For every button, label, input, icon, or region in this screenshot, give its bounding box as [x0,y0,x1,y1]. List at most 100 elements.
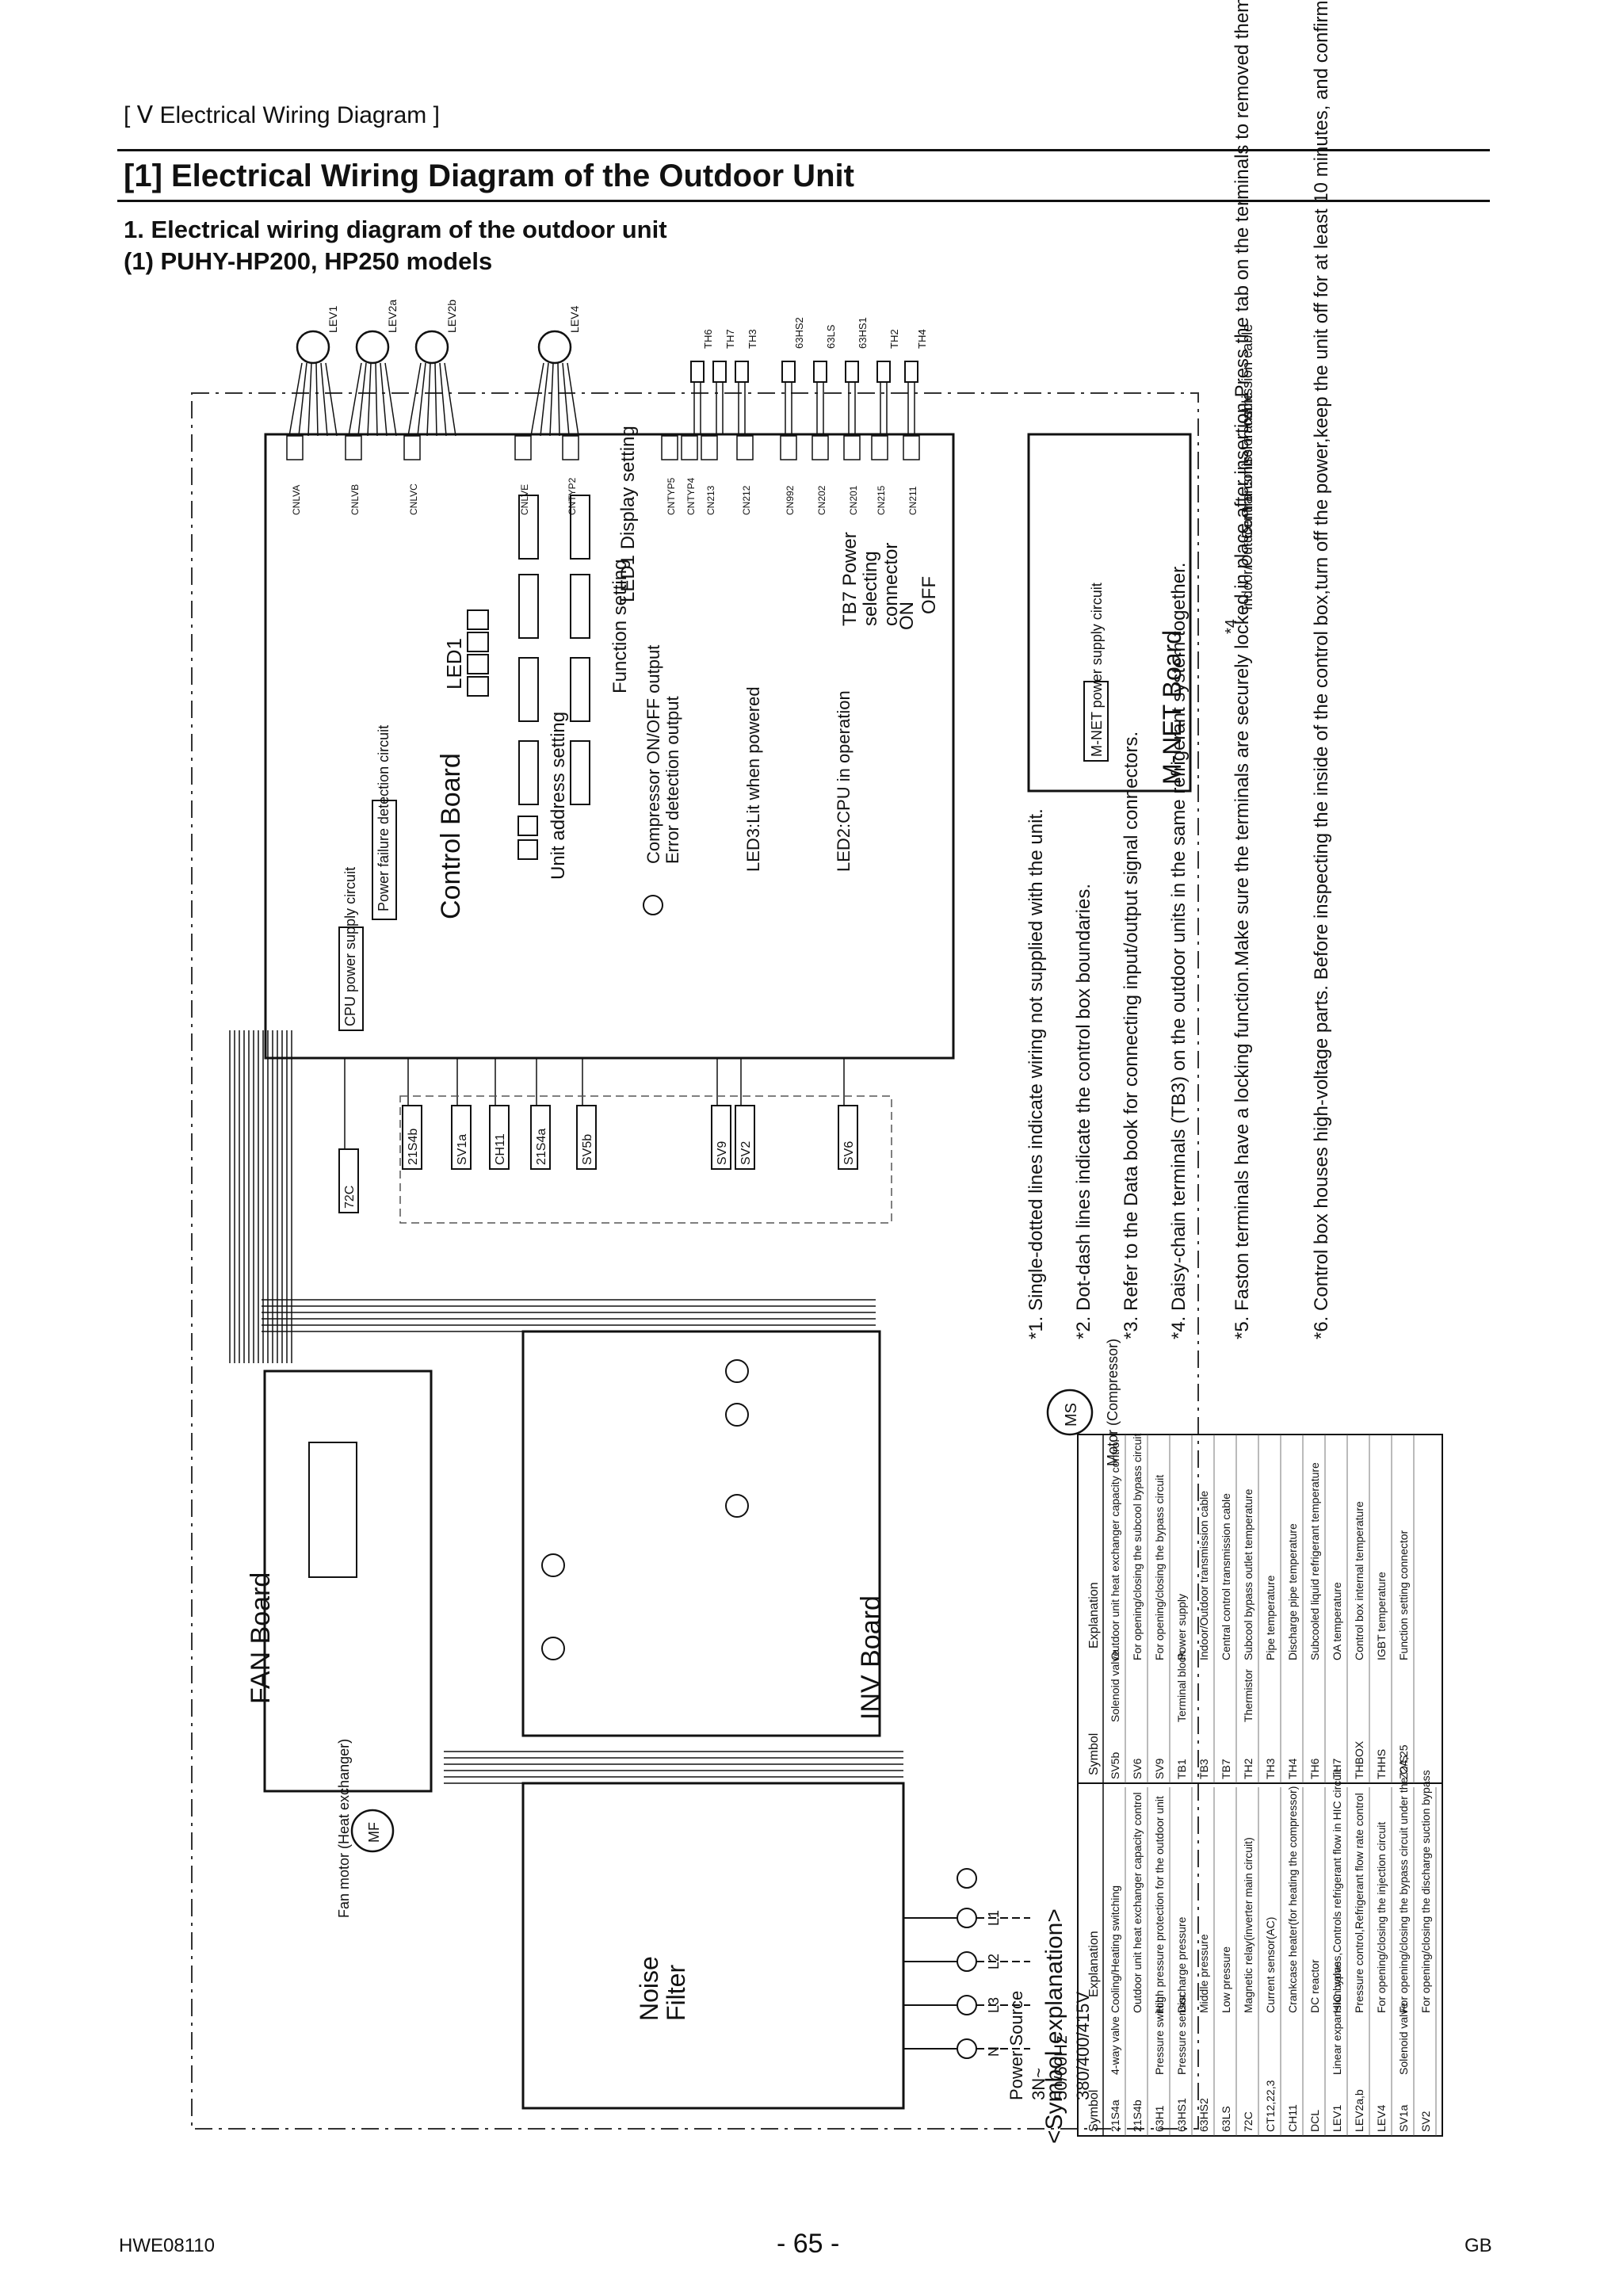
lev-wire [417,362,426,437]
symbol-table-cell: SV9 [1153,1758,1166,1779]
valve-coil-icon [451,1105,472,1170]
led1-display [467,609,489,697]
symbol-table-cell: TH3 [1264,1758,1277,1779]
valve-group-boundary [399,1095,892,1224]
section-header: [ Ⅴ Electrical Wiring Diagram ] [124,102,440,128]
footer-doc-code: HWE08110 [119,2235,215,2256]
symbol-table-cell: DC reactor [1308,1959,1321,2013]
symbol-table-cell: SV1a [1397,2105,1410,2132]
symbol-table-cell: Solenoid valve [1397,2003,1410,2075]
power-terminal-icon [957,2038,977,2059]
lev-wire [375,362,378,437]
symbol-table-cell: CT12,22,3 [1264,2080,1277,2132]
led1-display-label: LED1 Display setting [617,426,639,602]
lev-label: LEV1 [327,306,339,333]
lev-motor-icon [414,330,449,365]
footer-page-number: - 65 - [777,2229,840,2259]
tb7-label-2: selecting [860,551,881,626]
valve-label: SV1a [456,1134,469,1165]
symbol-table-cell: TH4 [1286,1758,1299,1779]
symbol-table-cell: 21S4b [1131,2099,1144,2132]
sensor-label: 63HS2 [793,317,805,349]
ipm-module [308,1442,357,1578]
sensor-label: TH6 [702,329,714,349]
valve-label: SV2 [739,1141,753,1165]
symbol-table-header: Explanation [1087,1582,1101,1648]
top-connector-label: CN201 [848,485,859,515]
symbol-table-cell: Central control transmission cable [1220,1493,1232,1660]
sensor-icon [813,361,827,383]
symbol-table-cell: Middle pressure [1197,1934,1210,2013]
lev-wire [444,362,456,437]
symbol-table-cell: Terminal block [1175,1651,1188,1722]
lev-motor-icon [537,330,572,365]
symbol-table-cell: 72C [1242,2111,1254,2132]
symbol-table-cell: Low pressure [1220,1946,1232,2013]
symbol-table-cell: Thermistor [1242,1669,1254,1722]
noise-filter-board: Noise Filter [521,1782,905,2110]
lev-wire [298,362,307,437]
on-label: ON [896,602,918,630]
lev-wire [530,362,544,437]
symbol-table-cell: SV2 [1419,2111,1432,2132]
symbol-table-cell: Subcooled liquid refrigerant temperature [1308,1462,1321,1660]
lev-wire [307,362,312,437]
symbol-table-cell: TH7 [1331,1758,1343,1779]
fan-motor-label: Fan motor (Heat exchanger) [336,1739,352,1918]
valve-label: SV9 [716,1141,729,1165]
sensor-icon [712,361,727,383]
symbol-table-header: Symbol [1087,1733,1101,1775]
cpu-power-circuit [338,926,364,1031]
top-connector-label: CNLVA [291,485,302,515]
symbol-table-title: <Symbol explanation> [1041,1908,1067,2144]
symbol-table-cell: TH6 [1308,1758,1321,1779]
power-source-hz: 50/60Hz [1051,2035,1071,2100]
subtitle-1: 1. Electrical wiring diagram of the outd… [124,216,667,243]
top-connector-label: CN202 [816,485,827,515]
fan-board: FAN Board [246,1370,433,1793]
page-title: [1] Electrical Wiring Diagram of the Out… [124,159,854,193]
symbol-table-cell: For opening/closing the bypass circuit u… [1397,1755,1410,2013]
symbol-table-header: Symbol [1087,2090,1101,2132]
note-2: *2. Dot-dash lines indicate the control … [1073,884,1094,1339]
top-connector [871,435,888,460]
top-connector-label: CN211 [907,486,918,515]
inv-board-label: INV Board [856,1595,886,1720]
note-5: *5. Faston terminals have a locking func… [1232,0,1253,1339]
symbol-table-cell: 63LS [1220,2106,1232,2132]
control-board-label: Control Board [436,753,466,919]
lev-wire [315,362,319,437]
lev-wire [357,362,367,437]
symbol-table-cell: HIC bypass,Controls refrigerant flow in … [1331,1769,1343,2013]
central-cable-label: Central control transmission cable [1239,324,1255,539]
cn51-connector [643,895,663,915]
title-rule [117,200,1490,202]
sensor-label: TH4 [916,329,928,349]
lev-wire [426,362,431,437]
power-failure-circuit [372,800,397,920]
fan-motor: MF Fan motor (Heat exchanger) [336,1739,395,1918]
symbol-table-cell: Current sensor(AC) [1264,1917,1277,2013]
function-setting-label: Function setting [609,560,631,693]
symbol-table-cell: For opening/closing the injection circui… [1375,1822,1388,2013]
power-source-phase: 3N~ [1029,2068,1048,2100]
valve-label: 72C [343,1186,357,1209]
note4-label: *4 [1223,619,1240,634]
symbol-table-cell: Solenoid valve [1109,1650,1121,1722]
symbol-table-cell: OA temperature [1331,1582,1343,1660]
symbol-table-cell: Outdoor unit heat exchanger capacity con… [1109,1439,1121,1660]
symbol-table-cell: Power supply [1175,1594,1188,1660]
top-connector [812,435,829,460]
symbol-table-cell: Pipe temperature [1264,1575,1277,1660]
mnet-board-label: M-NET Board [1158,630,1186,785]
symbol-table-header: Explanation [1087,1931,1101,1997]
led1-label: LED1 [442,638,466,690]
lev-label: LEV4 [568,306,581,333]
power-terminal-icon [957,1951,977,1972]
top-connector [403,435,421,460]
top-connector [345,435,362,460]
lev-wire [380,362,388,437]
lev-wire [325,362,338,437]
top-connector [514,435,532,460]
symbol-table-cell: CH11 [1286,2104,1299,2132]
